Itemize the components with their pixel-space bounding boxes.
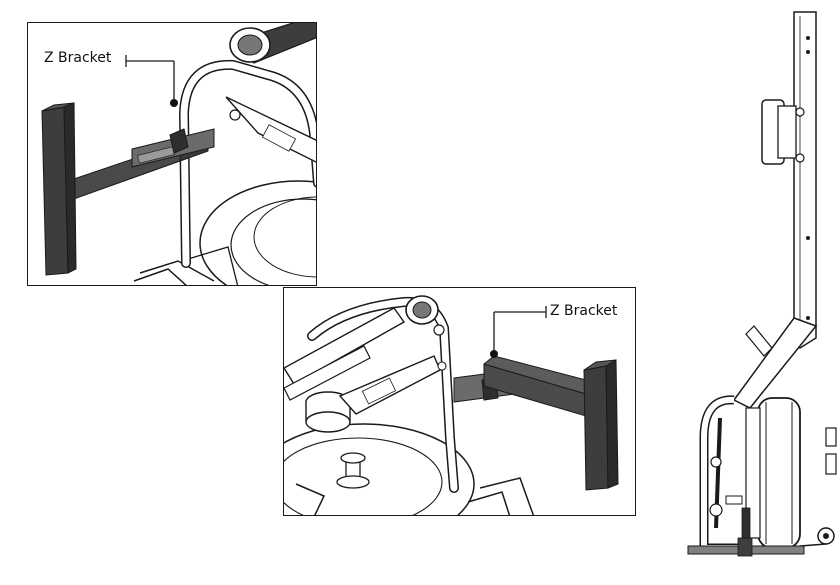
upright-rail — [793, 11, 817, 350]
support-post — [583, 365, 609, 491]
detail-drawing-left — [41, 23, 316, 285]
callout-dot — [490, 350, 498, 358]
flywheel-housing — [284, 423, 475, 515]
flywheel-housing — [199, 180, 316, 285]
diagonal-rail — [732, 317, 818, 409]
machine-side-view — [687, 11, 837, 557]
flywheel-inner-ring — [230, 198, 316, 285]
flywheel — [757, 397, 801, 549]
detail-drawing-right — [284, 295, 619, 515]
callout-label: Z Bracket — [550, 303, 618, 319]
detail-view-right: Z Bracket — [283, 287, 636, 516]
knob — [169, 128, 189, 154]
top-rail — [284, 307, 406, 385]
callout-label: Z Bracket — [44, 50, 112, 66]
callout-dot — [170, 99, 178, 107]
support-post — [41, 106, 69, 276]
detail-view-left: Z Bracket — [27, 22, 317, 286]
